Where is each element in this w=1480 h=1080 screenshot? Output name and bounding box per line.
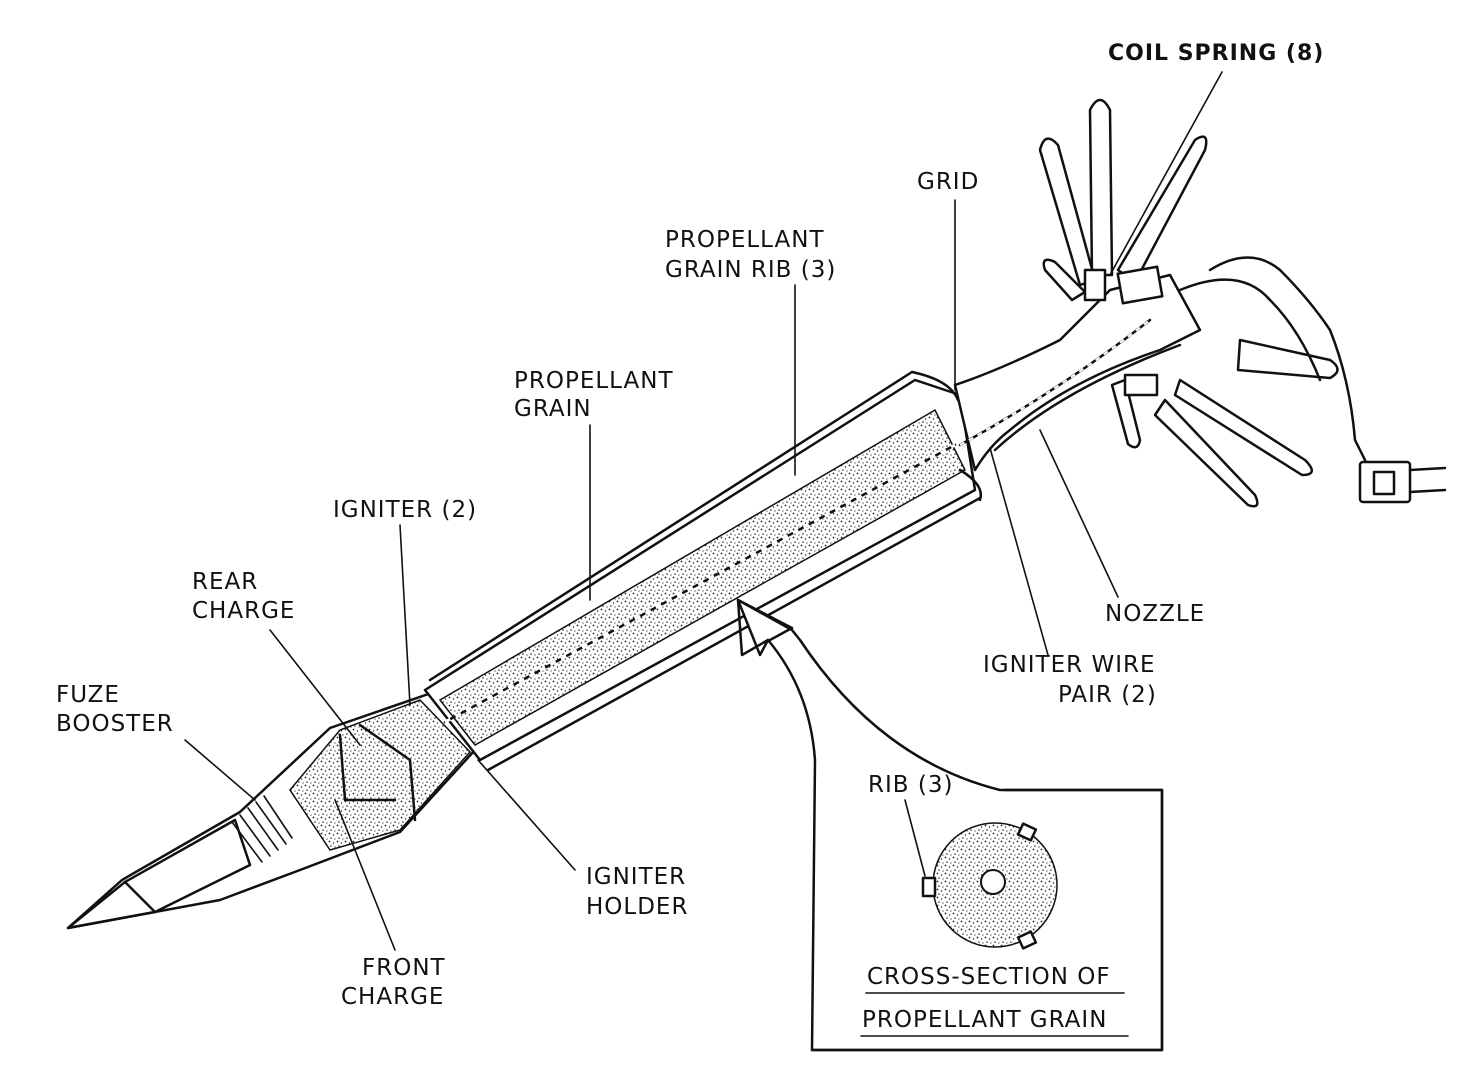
label-nozzle: NOZZLE bbox=[1105, 601, 1205, 627]
stabilizer-fins-icon bbox=[1038, 98, 1372, 508]
label-igniter-wire-pair-2: PAIR (2) bbox=[1058, 682, 1157, 708]
label-front-charge-1: FRONT bbox=[362, 955, 446, 981]
label-igniter-holder-2: HOLDER bbox=[586, 894, 688, 920]
label-propellant-grain-rib-1: PROPELLANT bbox=[665, 227, 825, 253]
label-fuze-booster-2: BOOSTER bbox=[56, 711, 174, 737]
label-rear-charge-1: REAR bbox=[192, 569, 258, 595]
rocket-cutaway-icon bbox=[66, 273, 1202, 930]
leader-lines bbox=[184, 71, 1223, 951]
cross-section-disc bbox=[921, 822, 1058, 950]
cross-section-box bbox=[810, 788, 1164, 1052]
label-front-charge-2: CHARGE bbox=[341, 984, 444, 1010]
callout-arrow-icon bbox=[736, 598, 1164, 1052]
label-propellant-grain-2: GRAIN bbox=[514, 396, 592, 422]
label-cross-section-2: PROPELLANT GRAIN bbox=[862, 1007, 1107, 1033]
label-rib: RIB (3) bbox=[868, 772, 953, 798]
label-fuze-booster-1: FUZE bbox=[56, 682, 120, 708]
label-propellant-grain-rib-2: GRAIN RIB (3) bbox=[665, 257, 836, 283]
label-grid: GRID bbox=[917, 169, 979, 195]
label-coil-spring: COIL SPRING (8) bbox=[1108, 41, 1324, 66]
label-igniter-wire-pair-1: IGNITER WIRE bbox=[983, 652, 1156, 678]
label-propellant-grain-1: PROPELLANT bbox=[514, 368, 674, 394]
label-cross-section-1: CROSS-SECTION OF bbox=[867, 964, 1111, 990]
label-igniter-holder-1: IGNITER bbox=[586, 864, 686, 890]
connector-plug-icon bbox=[1358, 460, 1447, 504]
label-igniter: IGNITER (2) bbox=[333, 497, 477, 523]
label-rear-charge-2: CHARGE bbox=[192, 598, 295, 624]
